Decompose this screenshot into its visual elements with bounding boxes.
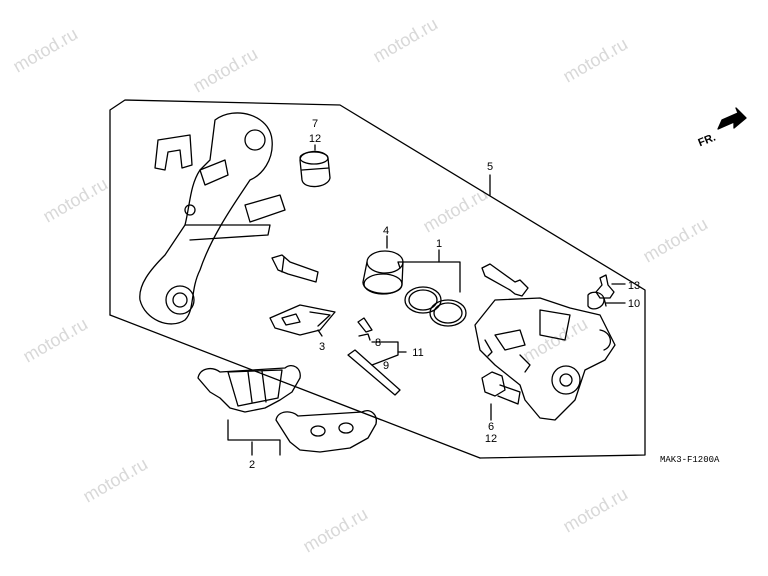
brake-pad-front	[275, 410, 377, 453]
leader-line	[317, 329, 323, 337]
callout-7: 7	[312, 118, 318, 130]
callout-13: 13	[628, 280, 640, 292]
leader-line	[371, 341, 399, 366]
callout-11: 11	[412, 347, 423, 359]
direction-label: FR.	[696, 132, 717, 150]
callout-1: 1	[436, 238, 442, 250]
piston	[362, 250, 404, 295]
bleed-cap	[587, 291, 605, 310]
callout-10: 10	[628, 298, 640, 310]
caliper-bracket	[139, 112, 286, 325]
callout-5: 5	[487, 161, 493, 173]
mounting-bolt	[481, 371, 521, 405]
pad-bracket	[227, 419, 281, 456]
pad-pin	[347, 317, 401, 396]
bleed-valve	[595, 274, 615, 307]
pin-bolt-right	[481, 263, 529, 297]
callout-6: 6	[488, 421, 494, 433]
callout-8: 8	[375, 337, 381, 349]
front-arrow-icon	[717, 107, 747, 130]
callout-4: 4	[383, 225, 389, 237]
pin-bolt-left	[271, 254, 319, 283]
callout-12-top: 12	[309, 133, 321, 145]
piston-seals	[397, 249, 467, 327]
brake-pad-rear	[197, 364, 301, 413]
assembly-frame	[109, 99, 646, 459]
pad-spring	[269, 304, 336, 336]
callout-12-bottom: 12	[485, 433, 497, 445]
callout-2: 2	[249, 459, 255, 471]
diagram-code: MAK3-F1200A	[660, 455, 720, 465]
caliper-body	[474, 297, 616, 421]
callout-9: 9	[383, 360, 389, 372]
callout-3: 3	[319, 341, 325, 353]
pin-boot	[299, 150, 331, 188]
